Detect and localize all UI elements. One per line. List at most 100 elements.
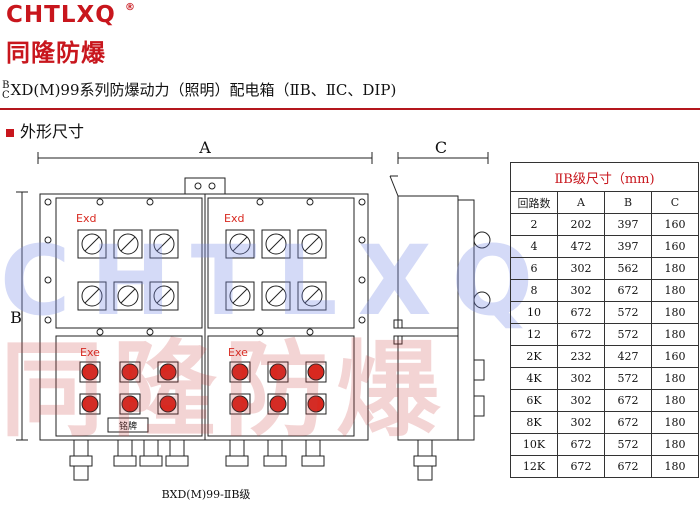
hanging-bracket bbox=[184, 177, 226, 195]
table-cell: 2 bbox=[510, 213, 558, 236]
table-cell: 160 bbox=[651, 213, 699, 236]
table-cell: 672 bbox=[604, 279, 652, 302]
nameplate-label: 铭牌 bbox=[119, 420, 137, 432]
table-cell: 180 bbox=[651, 389, 699, 412]
section-heading: 外形尺寸 bbox=[6, 118, 84, 142]
table-cell: 397 bbox=[604, 213, 652, 236]
table-cell: 302 bbox=[557, 411, 605, 434]
title-text: XD(M)99系列防爆动力（照明）配电箱（ⅡB、ⅡC、DIP) bbox=[10, 81, 397, 99]
table-cell: 302 bbox=[557, 279, 605, 302]
table-caption: ⅡB级尺寸（mm) bbox=[510, 162, 699, 192]
brand-name-cn: 同隆防爆 bbox=[6, 39, 106, 67]
table-cell: 180 bbox=[651, 411, 699, 434]
page-title: B C XD(M)99系列防爆动力（照明）配电箱（ⅡB、ⅡC、DIP) bbox=[2, 79, 396, 101]
exe-label-right: Exe bbox=[228, 346, 248, 359]
table-cell: 6 bbox=[510, 257, 558, 280]
table-cell: 302 bbox=[557, 257, 605, 280]
table-cell: 562 bbox=[604, 257, 652, 280]
table-cell: 672 bbox=[604, 455, 652, 478]
table-cell: 672 bbox=[557, 301, 605, 324]
rotary-switches-right bbox=[225, 229, 327, 311]
technical-drawing: A B C Exd Exd Exe Exe 铭牌 BXD(M)99-ⅡB级 bbox=[10, 140, 491, 501]
table-cell: 672 bbox=[557, 433, 605, 456]
table-cell: 672 bbox=[604, 389, 652, 412]
table-header-row: 回路数 A B C bbox=[510, 191, 699, 214]
table-cell: 12 bbox=[510, 323, 558, 346]
table-cell: 427 bbox=[604, 345, 652, 368]
table-cell: 672 bbox=[557, 323, 605, 346]
section-bullet-icon bbox=[6, 128, 14, 137]
dim-a-label: A bbox=[198, 140, 211, 157]
table-cell: 180 bbox=[651, 301, 699, 324]
table-cell: 160 bbox=[651, 345, 699, 368]
exe-panel-right bbox=[207, 335, 355, 437]
table-cell: 10K bbox=[510, 433, 558, 456]
table-cell: 8K bbox=[510, 411, 558, 434]
header-a: A bbox=[557, 191, 605, 214]
brand-logo-text: CHTLXQ bbox=[6, 2, 116, 28]
frac-top: B bbox=[2, 80, 10, 91]
exd-label-left: Exd bbox=[76, 212, 96, 225]
table-cell: 572 bbox=[604, 323, 652, 346]
table-cell: 180 bbox=[651, 367, 699, 390]
table-cell: 4 bbox=[510, 235, 558, 258]
title-fraction: B C bbox=[2, 81, 10, 101]
exd-panel-right bbox=[207, 197, 355, 329]
section-label: 外形尺寸 bbox=[20, 122, 85, 141]
table-cell: 4K bbox=[510, 367, 558, 390]
table-cell: 8 bbox=[510, 279, 558, 302]
table-cell: 397 bbox=[604, 235, 652, 258]
table-cell: 232 bbox=[557, 345, 605, 368]
table-cell: 202 bbox=[557, 213, 605, 236]
table-cell: 572 bbox=[604, 433, 652, 456]
table-cell: 180 bbox=[651, 433, 699, 456]
table-cell: 302 bbox=[557, 389, 605, 412]
exe-panel-left bbox=[55, 335, 203, 437]
side-view bbox=[389, 175, 491, 481]
table-cell: 672 bbox=[604, 411, 652, 434]
nameplate bbox=[107, 417, 149, 433]
enclosure-outline bbox=[39, 193, 369, 441]
table-cell: 180 bbox=[651, 323, 699, 346]
dim-b-label: B bbox=[10, 308, 22, 327]
table-cell: 180 bbox=[651, 279, 699, 302]
frac-bottom: C bbox=[2, 90, 10, 101]
table-cell: 472 bbox=[557, 235, 605, 258]
table-cell: 672 bbox=[557, 455, 605, 478]
dim-c-label: C bbox=[435, 140, 447, 157]
header-c: C bbox=[651, 191, 699, 214]
drawing-caption: BXD(M)99-ⅡB级 bbox=[162, 488, 251, 501]
indicator-lights bbox=[79, 361, 327, 415]
table-cell: 180 bbox=[651, 257, 699, 280]
header-circuits: 回路数 bbox=[510, 191, 558, 214]
table-cell: 6K bbox=[510, 389, 558, 412]
registered-mark: ® bbox=[125, 2, 135, 13]
cable-glands bbox=[69, 439, 325, 481]
table-caption-row: ⅡB级尺寸（mm) bbox=[510, 162, 699, 192]
rotary-switches-left bbox=[77, 229, 179, 311]
title-rule bbox=[0, 108, 700, 110]
table-cell: 160 bbox=[651, 235, 699, 258]
table-cell: 572 bbox=[604, 367, 652, 390]
table-cell: 2K bbox=[510, 345, 558, 368]
exd-panel-left bbox=[55, 197, 203, 329]
header-b: B bbox=[604, 191, 652, 214]
table-cell: 572 bbox=[604, 301, 652, 324]
table-cell: 180 bbox=[651, 455, 699, 478]
table-cell: 12K bbox=[510, 455, 558, 478]
table-cell: 10 bbox=[510, 301, 558, 324]
table-cell: 302 bbox=[557, 367, 605, 390]
